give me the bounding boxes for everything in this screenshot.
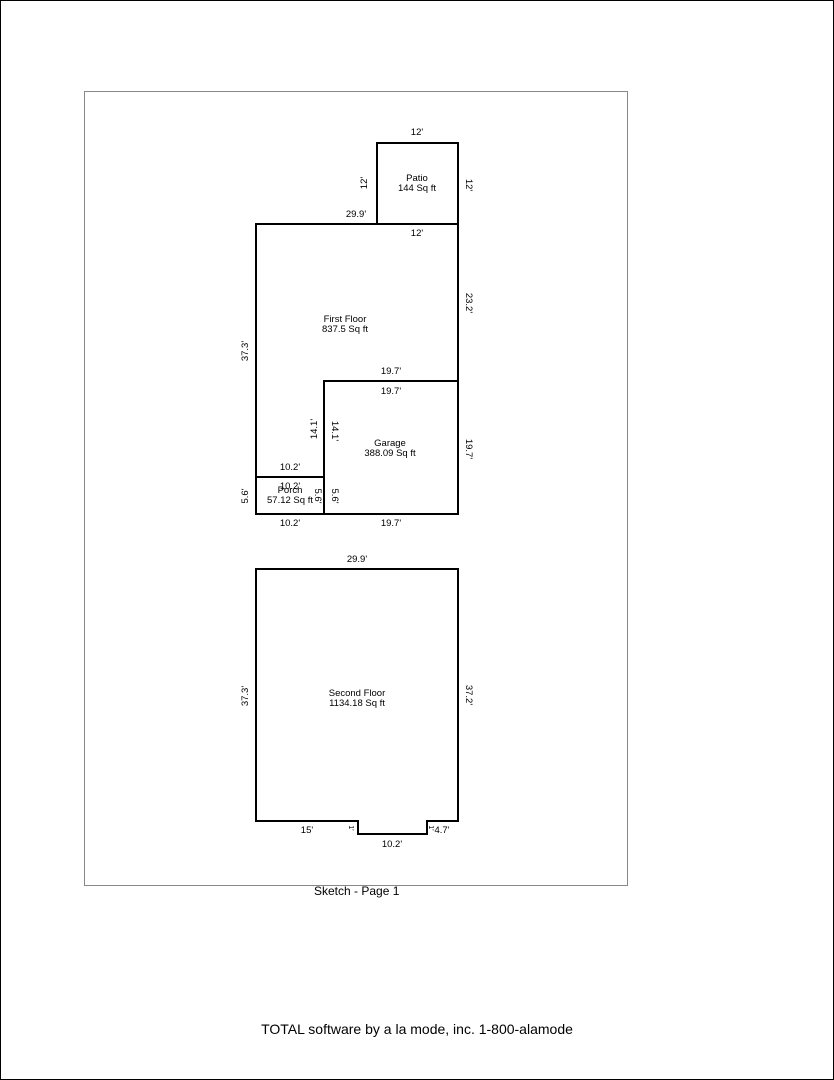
sketch-caption: Sketch - Page 1 (314, 884, 400, 898)
garage-outline (323, 380, 459, 515)
second-floor-left-dimension: 37.3' (240, 686, 251, 706)
second-floor-area: 1134.18 Sq ft (329, 698, 385, 709)
patio-area: 144 Sq ft (398, 183, 436, 194)
second-floor-room: Second Floor 1134.18 Sq ft 29.9' 37.3' 3… (240, 554, 474, 850)
first-floor-inner-horizontal-dimension: 19.7' (381, 366, 401, 377)
first-floor-outline (255, 223, 458, 477)
sketch-frame: Patio 144 Sq ft 12' 12' 12' 12' First Fl… (84, 91, 628, 886)
patio-room: Patio 144 Sq ft 12' 12' 12' 12' (359, 127, 474, 239)
first-floor-name: First Floor (324, 314, 367, 325)
patio-name: Patio (406, 173, 428, 184)
second-floor-bottom-left-dimension: 15' (301, 825, 314, 836)
first-floor-room: First Floor 837.5 Sq ft 29.9' 23.2' 37.3… (240, 209, 474, 477)
garage-bottom-dimension: 19.7' (381, 518, 401, 529)
porch-area: 57.12 Sq ft (267, 495, 313, 506)
first-floor-right-dimension: 23.2' (463, 293, 474, 313)
porch-right-dimension: 5.6' (312, 488, 323, 503)
second-floor-notch-bottom-dimension: 10.2' (382, 839, 402, 850)
patio-bottom-dimension: 12' (411, 228, 424, 239)
second-floor-notch-right-dimension: 1' (427, 825, 434, 830)
second-floor-top-dimension: 29.9' (347, 554, 367, 565)
garage-right-dimension: 19.7' (463, 439, 474, 459)
garage-area: 388.09 Sq ft (364, 448, 416, 459)
first-floor-left-dimension: 37.3' (240, 341, 251, 361)
second-floor-outline (255, 568, 459, 835)
porch-outline (255, 476, 325, 515)
patio-top-dimension: 12' (411, 127, 424, 138)
porch-bottom-dimension: 10.2' (280, 518, 300, 529)
first-floor-inner-vertical-dimension: 14.1' (309, 419, 320, 439)
patio-right-dimension: 12' (463, 179, 474, 192)
porch-top-inner-dimension: 10.2' (280, 481, 300, 492)
garage-name: Garage (374, 438, 406, 449)
footer-text: TOTAL software by a la mode, inc. 1-800-… (261, 1021, 573, 1037)
porch-room: Porch 57.12 Sq ft 10.2' 10.2' 5.6' 5.6' … (240, 462, 325, 529)
porch-name: Porch (278, 485, 303, 496)
porch-left-dimension: 5.6' (240, 488, 251, 503)
garage-left-dimension: 14.1' (329, 421, 340, 441)
first-floor-area: 837.5 Sq ft (322, 324, 368, 335)
first-floor-top-dimension: 29.9' (346, 209, 366, 220)
garage-porch-side-dimension: 5.6' (329, 488, 340, 503)
porch-top-outer-dimension: 10.2' (280, 462, 300, 473)
garage-room: Garage 388.09 Sq ft 19.7' 14.1' 19.7' 19… (323, 380, 474, 529)
garage-top-dimension: 19.7' (381, 386, 401, 397)
patio-left-dimension: 12' (359, 177, 370, 190)
second-floor-bottom-right-dimension: 4.7' (434, 825, 449, 836)
floor-plan-sketch: Patio 144 Sq ft 12' 12' 12' 12' First Fl… (240, 127, 474, 850)
second-floor-name: Second Floor (329, 688, 386, 699)
second-floor-notch-left-dimension: 1' (347, 825, 354, 830)
second-floor-right-dimension: 37.2' (463, 685, 474, 705)
